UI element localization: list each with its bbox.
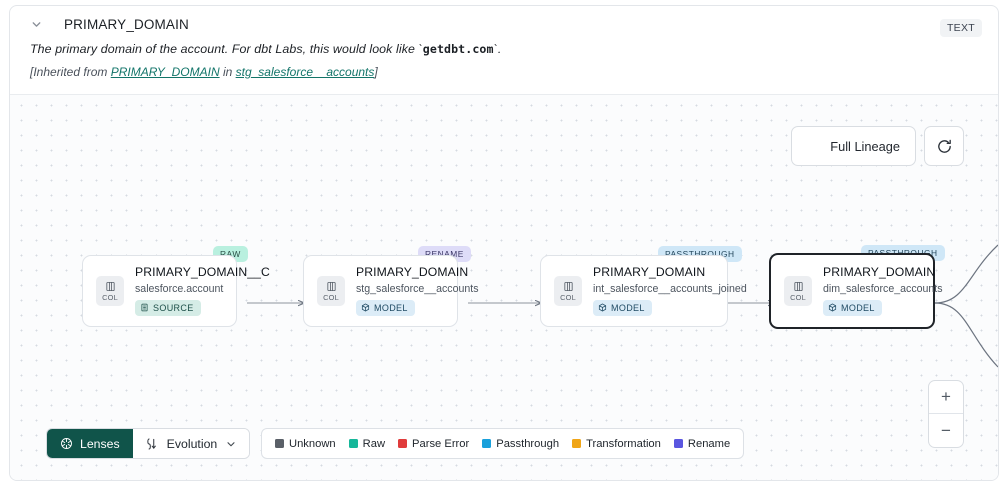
column-chip-label: COL [790,292,806,302]
legend-item-unknown[interactable]: Unknown [275,438,336,450]
full-lineage-label: Full Lineage [830,138,900,154]
column-icon: COL [96,276,124,306]
lineage-legend: Unknown Raw Parse Error Passthrough Tran… [261,428,745,459]
legend-label: Raw [362,437,386,450]
legend-label: Unknown [289,437,336,450]
node-kind-label: MODEL [374,302,408,313]
legend-swatch [275,439,284,448]
column-header: PRIMARY_DOMAIN TEXT The primary domain o… [10,6,998,94]
node-table-name: stg_salesforce__accounts [356,282,479,295]
canvas-top-controls: Full Lineage [791,126,964,166]
evolution-dropdown[interactable]: Evolution [132,429,250,458]
evolution-label: Evolution [166,436,218,451]
legend-item-raw[interactable]: Raw [348,437,386,450]
type-badge: TEXT [939,19,982,37]
inherited-mid: in [219,65,236,79]
lenses-toolbar: Lenses Evolution [46,428,251,459]
lineage-node-4-selected[interactable]: COL PRIMARY_DOMAIN dim_salesforce_accoun… [769,253,943,329]
legend-label: Parse Error [412,437,470,450]
node-kind-badge: SOURCE [135,299,201,316]
inherited-suffix: ] [374,65,378,79]
legend-swatch [482,439,492,448]
node-column-name: PRIMARY_DOMAIN__C [135,264,270,279]
chevron-down-icon [225,438,237,450]
node-kind-badge: MODEL [356,299,415,316]
legend-label: Rename [687,437,731,450]
node-kind-label: MODEL [611,302,645,313]
node-table-name: salesforce.account [135,282,224,295]
inherited-from-note: [Inherited from PRIMARY_DOMAIN in stg_sa… [30,65,982,79]
column-chip-label: COL [560,292,576,302]
lineage-node-2[interactable]: COL PRIMARY_DOMAIN stg_salesforce__accou… [303,255,479,327]
zoom-controls: + − [928,380,964,448]
description-text-post: `. [493,42,502,56]
edge-out-bottom [934,302,998,368]
column-description: The primary domain of the account. For d… [30,42,982,56]
full-lineage-button[interactable]: Full Lineage [791,126,916,166]
node-body: PRIMARY_DOMAIN__C salesforce.account SOU… [135,265,270,318]
legend-label: Passthrough [496,437,560,450]
node-kind-label: MODEL [841,302,875,313]
lenses-button[interactable]: Lenses [47,429,133,458]
node-table-name: dim_salesforce_accounts [823,282,943,295]
legend-item-transformation[interactable]: Transformation [572,438,661,450]
inherited-column-link[interactable]: PRIMARY_DOMAIN [110,65,220,79]
lineage-node-1[interactable]: COL PRIMARY_DOMAIN__C salesforce.account… [82,255,270,327]
legend-swatch [673,439,683,448]
column-detail-panel: PRIMARY_DOMAIN TEXT The primary domain o… [9,5,999,481]
description-text-pre: The primary domain of the account. For d… [30,42,423,56]
node-kind-badge: MODEL [823,299,882,316]
legend-item-rename[interactable]: Rename [673,437,731,450]
node-table-name: int_salesforce__accounts_joined [593,282,747,295]
node-body: PRIMARY_DOMAIN int_salesforce__accounts_… [593,265,747,318]
inherited-model-link[interactable]: stg_salesforce__accounts [235,65,375,79]
legend-item-parse-error[interactable]: Parse Error [398,438,469,450]
inherited-prefix: [Inherited from [30,65,111,79]
legend-swatch [398,439,408,448]
legend-swatch [348,439,358,448]
description-code: getdbt.com [422,42,494,56]
node-column-name: PRIMARY_DOMAIN [593,264,706,279]
column-chip-label: COL [102,292,118,302]
expand-corners-icon [807,139,821,153]
aperture-icon [60,437,73,450]
node-kind-badge: MODEL [593,299,652,316]
lenses-label: Lenses [80,436,120,451]
zoom-out-button[interactable]: − [941,420,951,440]
column-icon: COL [317,276,345,306]
legend-swatch [572,439,582,448]
node-column-name: PRIMARY_DOMAIN [356,264,469,279]
column-icon: COL [784,276,812,306]
node-column-name: PRIMARY_DOMAIN [823,264,936,279]
column-icon: COL [554,276,582,306]
evolution-icon [145,437,159,451]
legend-item-passthrough[interactable]: Passthrough [482,438,559,450]
column-header-row: PRIMARY_DOMAIN [28,16,982,32]
node-body: PRIMARY_DOMAIN dim_salesforce_accounts M… [823,265,943,318]
lineage-canvas[interactable]: RAW COL PRIMARY_DOMAIN__C salesforce.acc… [10,94,998,480]
page-title: PRIMARY_DOMAIN [64,16,189,32]
node-kind-label: SOURCE [153,302,194,313]
column-chip-label: COL [323,292,339,302]
node-body: PRIMARY_DOMAIN stg_salesforce__accounts … [356,265,479,318]
zoom-in-button[interactable]: + [929,381,963,414]
refresh-icon [936,138,953,155]
chevron-down-icon[interactable] [28,16,44,32]
refresh-button[interactable] [924,126,964,166]
lineage-node-3[interactable]: COL PRIMARY_DOMAIN int_salesforce__accou… [540,255,747,327]
legend-label: Transformation [586,437,661,450]
